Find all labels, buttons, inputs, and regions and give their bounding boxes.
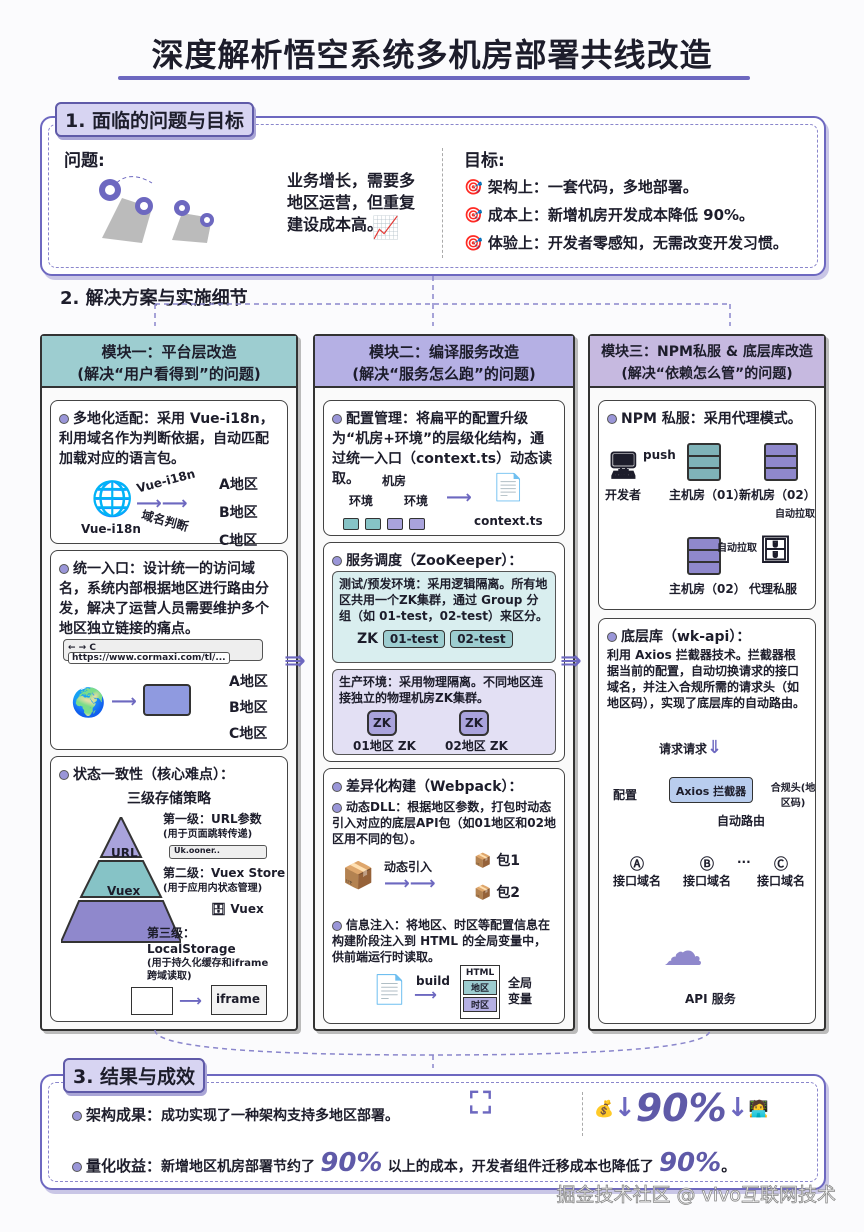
- page-title: 深度解析悟空系统多机房部署共线改造: [151, 36, 713, 74]
- connector-lines: [154, 1030, 711, 1068]
- earth-icon: 🌍: [71, 686, 106, 719]
- module2-title: 模块二：编译服务改造: [368, 343, 519, 361]
- file-icon: 📄: [492, 473, 525, 503]
- money-bag-icon: 💰: [594, 1098, 614, 1118]
- package-icon: 📦 包1: [474, 853, 521, 869]
- globe-icon: 🌐: [91, 479, 134, 519]
- database-icon: 🗄 Vuex: [211, 902, 264, 916]
- card-zookeeper: 服务调度（ZooKeeper）： 测试/预发环境：采用逻辑隔离。所有地区共用一个…: [323, 542, 565, 762]
- problem-heading: 问题:: [64, 151, 105, 171]
- coins-chart-icon: 📈: [372, 216, 400, 241]
- goal-item: 🎯 体验上：开发者零感知，无需改变开发习惯。: [464, 234, 788, 252]
- module3-title: 模块三：NPM私服 & 底层库改造: [601, 344, 813, 360]
- page-window-icon: [131, 987, 173, 1015]
- browser-address-bar: ← → C https://www.cormaxi.com/tl/...: [63, 639, 263, 664]
- flow-arrow-icon: ⇛: [560, 646, 582, 676]
- card-webpack: 差异化构建（Webpack）： 动态DLL：根据地区参数，打包时动态引入对应的底…: [323, 768, 565, 1024]
- card-unified-entry: 统一入口：设计统一的访问域名，系统内部根据地区进行路由分发，解决了运营人员需要维…: [50, 550, 288, 750]
- title-underline: [118, 76, 750, 80]
- section3-label: 3. 结果与成效: [63, 1058, 206, 1093]
- target-icon: 🎯: [464, 178, 488, 196]
- cost-reduction-badge: 💰↓90%↓🧑‍💻: [594, 1086, 769, 1130]
- watermark: 掘金技术社区 @ vivo互联网技术: [556, 1184, 836, 1207]
- section-results: 架构成果：成功实现了一种架构支持多地区部署。 ⛶ 💰↓90%↓🧑‍💻 量化收益：…: [40, 1074, 826, 1190]
- module3-subtitle: (解决“依赖怎么管”的问题): [621, 366, 793, 382]
- module2-column: 模块二：编译服务改造 (解决“服务怎么跑”的问题) 配置管理：将扁平的配置升级为“…: [313, 334, 575, 1031]
- problem-text: 业务增长，需要多地区运营，但重复建设成本高。: [287, 171, 416, 234]
- target-icon: 🎯: [464, 206, 488, 224]
- iframe-window: iframe: [211, 985, 267, 1015]
- flow-arrow-icon: ⇛: [284, 646, 306, 676]
- proxy-server-icon: 🗄: [759, 535, 793, 565]
- module1-column: 模块一：平台层改造 (解决“用户看得到”的问题) 多地化适配：采用 Vue-i18…: [40, 334, 298, 1031]
- map-pins-icon: [99, 176, 214, 243]
- card-npm-proxy: NPM 私服：采用代理模式。 🖥 push 开发者 主机房（01） 新机房（02…: [598, 400, 816, 610]
- html-file: HTML 地区 时区: [460, 965, 500, 1019]
- server-icon: [687, 443, 721, 481]
- module2-subtitle: (解决“服务怎么跑”的问题): [352, 365, 536, 383]
- storage-pyramid: [61, 817, 181, 943]
- module3-column: 模块三：NPM私服 & 底层库改造 (解决“依赖怎么管”的问题) NPM 私服：采…: [588, 334, 826, 1031]
- card-config-management: 配置管理：将扁平的配置升级为“机房+环境”的层级化结构，通过统一入口（conte…: [323, 400, 565, 536]
- goal-heading: 目标:: [464, 151, 505, 171]
- target-icon: 🎯: [464, 234, 488, 252]
- server-icon: [764, 443, 798, 481]
- module1-title: 模块一：平台层改造: [101, 343, 237, 361]
- open-box-icon: 📦: [342, 861, 375, 891]
- section-problems-goals: 问题: 业务增长，需要多地区运营，但重复建设成本高。 📈 目标: 🎯 架构上：一…: [40, 116, 826, 276]
- cloud-icon: ☁: [663, 929, 703, 975]
- developer-icon: 🧑‍💻: [748, 1098, 769, 1118]
- card-wk-api: 底层库（wk-api）： 利用 Axios 拦截器技术。拦截器根据当前的配置，自…: [598, 618, 816, 1024]
- goal-item: 🎯 架构上：一套代码，多地部署。: [464, 178, 698, 196]
- connector-lines: [154, 276, 731, 326]
- axios-interceptor: Axios 拦截器: [669, 777, 753, 803]
- section1-label: 1. 面临的问题与目标: [55, 102, 255, 137]
- card-state-consistency: 状态一致性（核心难点）： 三级存储策略 URL Vuex 第一级：URL参数(用…: [50, 756, 288, 1022]
- goal-list: 🎯 架构上：一套代码，多地部署。 🎯 成本上：新增机房开发成本降低 90%。 🎯…: [464, 173, 788, 257]
- card-localization: 多地化适配：采用 Vue-i18n，利用域名作为判断依据，自动匹配加载对应的语言…: [50, 400, 288, 549]
- architecture-tree-icon: ⛶: [470, 1086, 491, 1121]
- zk-cluster-icon: ZK: [367, 710, 397, 736]
- module1-subtitle: (解决“用户看得到”的问题): [77, 365, 261, 383]
- zk-cluster-icon: ZK: [459, 710, 489, 736]
- document-icon: 📄: [372, 973, 407, 1006]
- monitor-icon: 🖥: [607, 451, 641, 481]
- goal-item: 🎯 成本上：新增机房开发成本降低 90%。: [464, 206, 755, 224]
- server-icon: [687, 537, 721, 575]
- router-icon: [143, 684, 191, 716]
- package-icon: 📦 包2: [474, 885, 521, 901]
